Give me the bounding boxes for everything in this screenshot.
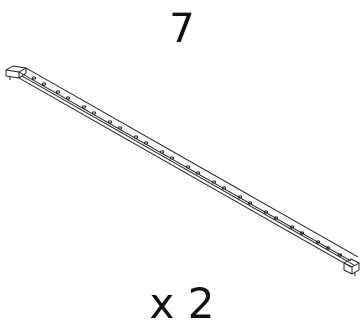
rail-body bbox=[18, 67, 359, 268]
rail-left-end-bracket bbox=[5, 65, 27, 80]
rail-holes bbox=[31, 76, 343, 257]
quantity-label: x 2 bbox=[149, 279, 215, 328]
rail-right-end-bracket bbox=[343, 258, 360, 276]
step-number: 7 bbox=[169, 6, 195, 52]
